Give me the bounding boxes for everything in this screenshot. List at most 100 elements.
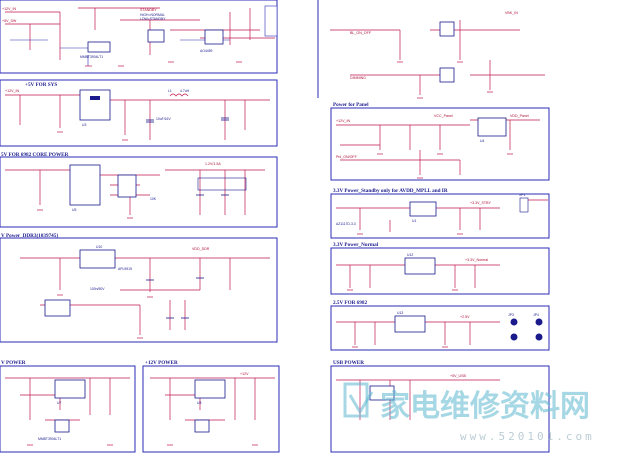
- ic-stby-label: U1: [412, 219, 416, 223]
- net-dim: DIMMING: [350, 76, 366, 80]
- ic-core-aux: [117, 174, 137, 198]
- jumper-2: [510, 333, 518, 341]
- ic-normal: [404, 257, 436, 275]
- ic-sys-label: U3: [82, 123, 86, 127]
- block-normal: U12 +3.3V_Normal: [336, 253, 500, 291]
- ic-12v: [194, 379, 226, 399]
- jumper-label-2: JP4: [533, 313, 539, 317]
- transistor-bl-1: [439, 21, 455, 37]
- watermark-logo-icon: [343, 382, 369, 418]
- net-33-stby: +3.3V_STBY: [470, 201, 491, 205]
- net-vcc-panel: VCC_Panel: [434, 114, 453, 118]
- standby-note-2: LOW=STANDBY: [140, 17, 166, 21]
- title-panel: Power for Panel: [333, 102, 369, 108]
- ic-25v-label: U13: [397, 311, 403, 315]
- ic-panel: [477, 117, 507, 137]
- transistor-q2: [147, 29, 165, 43]
- net-standby: STANDBY: [140, 8, 157, 12]
- frame-stby: [330, 193, 550, 239]
- title-usb: USB POWER: [333, 360, 364, 366]
- net-25: +2.5V: [460, 315, 470, 319]
- frame-25v: [330, 305, 550, 351]
- net-top-left-1: +12V_IN: [2, 7, 16, 11]
- ic-vpower-label: U7: [57, 401, 61, 405]
- ldo-stby: AZ1117D-3.3: [336, 222, 356, 226]
- ic-ddr: [79, 249, 116, 269]
- title-12v: +12V POWER: [145, 360, 178, 366]
- vpower-transistor: MMBT3904LT1: [38, 437, 61, 441]
- block-25v: U13 +2.5V: [336, 311, 500, 348]
- standby-note-1: HIGH=NORMAL: [140, 13, 165, 17]
- watermark-text: 家电维修资料网: [380, 389, 590, 424]
- title-normal: 3.3V Power_Normal: [333, 242, 379, 248]
- frame-panel: [330, 107, 550, 181]
- net-vdd-ddr: VDD_DDR: [192, 247, 210, 251]
- jumper-label-1: JP3: [508, 313, 514, 317]
- connector-label: XP1: [519, 193, 526, 197]
- net-vdd-in: +12V_IN: [5, 89, 19, 93]
- mosfet-u2: [204, 29, 224, 45]
- inductor-sys-value: 4.7uH: [180, 89, 190, 93]
- block-core: U5 1.2V/1.5A 10K: [5, 162, 265, 219]
- ic-ddr-vtt: [44, 299, 71, 317]
- connector-top-left: [264, 5, 278, 37]
- net-33-normal: +3.3V_Normal: [465, 258, 488, 262]
- jumper-4: [535, 333, 543, 341]
- ic-ddr-part: APL5915: [118, 267, 132, 271]
- title-core: 5V FOR 6982 CORE POWER: [1, 152, 69, 158]
- part-mosfet: AO4459: [200, 49, 213, 53]
- part-transistor: MMBT3904LT1: [80, 55, 103, 59]
- jumper-1: [510, 318, 518, 326]
- frame-top-left: [0, 0, 278, 74]
- section-frames: [0, 0, 550, 453]
- frame-normal: [330, 247, 550, 295]
- jumpers: XP1 JP3 JP4: [508, 193, 548, 341]
- ic-vpower: [54, 379, 86, 399]
- net-top-left-2: +5V_SW: [2, 19, 17, 23]
- title-ddr3: V Power_DDR3(1039745): [1, 232, 58, 239]
- net-panel-in: +12V_IN: [336, 119, 350, 123]
- block-standby-control: +12V_IN +5V_SW STANDBY HIGH=NORMAL LOW=S…: [2, 5, 278, 67]
- net-5v-usb: +5V_USB: [450, 374, 466, 378]
- core-current: 1.2V/1.5A: [205, 162, 221, 166]
- frame-ddr3: [0, 237, 278, 343]
- watermark: 家电维修资料网 www.520101.com: [343, 382, 595, 443]
- jumper-3: [535, 318, 543, 326]
- block-sys5v: U3 L1 4.7uH +12V_IN 10uF/16V: [5, 89, 270, 141]
- block-stby: U1 +3.3V_STBY AZ1117D-3.3: [336, 201, 500, 235]
- ic-core: [69, 164, 101, 206]
- block-vpower: U7 MMBT3904LT1: [5, 377, 130, 446]
- ic-normal-label: U12: [407, 253, 413, 257]
- frame-core: [0, 156, 278, 228]
- title-25v: 2.5V FOR 6982: [333, 300, 367, 306]
- net-bl-on: BL_ON_OFF: [350, 31, 372, 35]
- inductor-sys-label: L1: [168, 89, 172, 93]
- title-sys5v: +5V FOR SYS: [25, 82, 57, 88]
- block-backlight: BL_ON_OFF DIMMING VBK_IN: [330, 11, 545, 99]
- title-stby: 3.3V Power_Standby only for AVDD_MPLL an…: [333, 188, 448, 194]
- frame-vpower: [0, 365, 136, 453]
- transistor-bl-2: [439, 67, 455, 83]
- net-panel-on: Pnl_ON/OFF: [336, 155, 358, 159]
- ic-stby: [409, 201, 437, 217]
- block-usb: +5V_USB: [336, 374, 500, 420]
- ic-core-label: U5: [72, 208, 76, 212]
- transistor-vpower: [54, 419, 70, 433]
- frame-usb: [330, 365, 550, 453]
- ic-sys: [79, 89, 111, 121]
- block-12v: U8 +12V: [150, 372, 275, 446]
- core-output-caps: [197, 177, 247, 191]
- cap-label-sys: 10uF/16V: [156, 117, 171, 121]
- title-vpower: V POWER: [1, 360, 26, 366]
- block-panel: U4 +12V_IN VCC_Panel VDD_Panel Pnl_ON/OF…: [336, 114, 540, 179]
- net-12v: +12V: [240, 372, 249, 376]
- net-vdd-panel: VDD_Panel: [510, 114, 529, 118]
- watermark-url: www.520101.com: [460, 430, 595, 443]
- ic-ddr-label: U10: [96, 245, 102, 249]
- connector-xp1: [519, 197, 529, 213]
- ic-panel-label: U4: [480, 139, 484, 143]
- frame-sys5v: [0, 79, 278, 147]
- transistor-q1: [87, 41, 111, 53]
- ic-25v: [394, 315, 426, 333]
